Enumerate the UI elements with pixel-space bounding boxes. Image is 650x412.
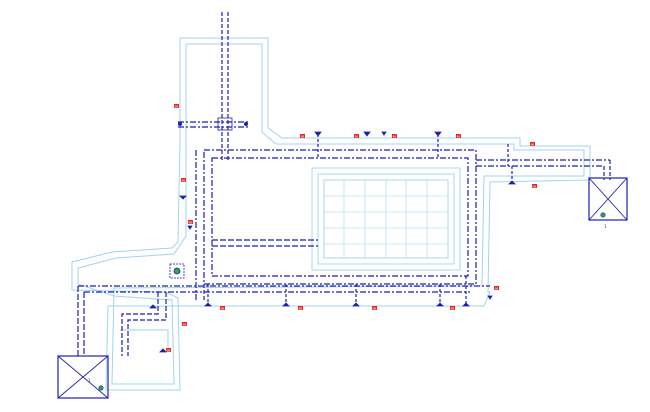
red-marker-text: 00	[183, 322, 187, 326]
fixture-bottom-4	[436, 302, 444, 307]
tank-left-body	[57, 355, 109, 399]
outline-inner	[77, 43, 585, 385]
pool-grid	[324, 180, 448, 258]
red-marker-box	[532, 184, 537, 188]
red-marker: 00	[450, 306, 455, 310]
red-marker: 00	[300, 134, 305, 138]
red-marker-box	[494, 286, 499, 290]
valve-dot-left	[177, 122, 182, 127]
outline-courtyard	[120, 329, 169, 346]
red-marker: 00	[182, 322, 187, 326]
red-marker-text: 00	[189, 220, 193, 224]
pool-middle	[317, 173, 455, 265]
pool-feature	[311, 167, 461, 271]
tank-right-cross-b	[588, 177, 628, 221]
red-marker-box	[181, 178, 186, 182]
fixture-top-4	[381, 131, 387, 136]
valve-dot-right	[243, 122, 248, 127]
pool-outer	[311, 167, 461, 271]
tank-left-fixture	[98, 385, 104, 391]
red-marker-box	[188, 220, 193, 224]
fixture-left-1	[179, 195, 187, 200]
red-marker: 00	[220, 306, 225, 310]
red-marker-text: 00	[299, 306, 303, 310]
tank-right-fixture	[600, 212, 606, 218]
red-marker: 00	[188, 220, 193, 224]
lower-branch-a	[127, 292, 167, 356]
red-marker: 00	[392, 134, 397, 138]
red-marker: 00	[532, 184, 537, 188]
red-marker-text: 00	[167, 348, 171, 352]
red-marker-text: 00	[531, 142, 535, 146]
fixture-bottom-1	[204, 302, 212, 307]
red-marker: 00	[456, 134, 461, 138]
red-marker: 00	[181, 178, 186, 182]
red-marker-box	[530, 142, 535, 146]
fixture-bottom-3	[352, 302, 360, 307]
red-marker-text: 00	[301, 134, 305, 138]
tank-left: 1	[57, 355, 109, 399]
tank-right-body	[588, 177, 628, 221]
red-marker-box	[174, 104, 179, 108]
red-marker-text: 00	[451, 306, 455, 310]
loop-outer	[203, 149, 477, 285]
fixture-top-1	[314, 131, 322, 137]
fixture-lower-3	[487, 295, 493, 300]
tank-left-label: 1	[88, 378, 91, 383]
red-marker-box	[166, 348, 171, 352]
red-marker-box	[392, 134, 397, 138]
building-outline	[71, 37, 591, 391]
junction-fixture	[173, 267, 181, 275]
red-marker: 00	[174, 104, 179, 108]
red-marker-text: 00	[495, 286, 499, 290]
red-marker-box	[456, 134, 461, 138]
red-marker-text: 00	[355, 134, 359, 138]
valve-symbol	[217, 117, 233, 131]
lower-branch-b	[121, 292, 159, 356]
pipe-network	[77, 12, 611, 356]
red-marker-box	[182, 322, 187, 326]
tank-left-cross-b	[57, 355, 109, 399]
loop-inner	[211, 157, 469, 277]
junction-box	[169, 263, 185, 279]
red-marker-text: 00	[457, 134, 461, 138]
red-markers: 00 00 00 00 00 00 00 00 00 00 00 00 00 00 00 00	[166, 104, 537, 352]
tank-right-label: 1	[604, 224, 607, 229]
tank-right: 1	[588, 177, 628, 229]
fixture-lower-1	[149, 304, 157, 309]
red-marker: 00	[530, 142, 535, 146]
red-marker: 00	[372, 306, 377, 310]
red-marker-box	[450, 306, 455, 310]
red-marker: 00	[166, 348, 171, 352]
red-marker-text: 00	[393, 134, 397, 138]
red-marker-text: 00	[533, 184, 537, 188]
red-marker-box	[354, 134, 359, 138]
red-marker-box	[300, 134, 305, 138]
fixture-right-1	[508, 180, 516, 185]
fixtures	[149, 117, 516, 353]
fixture-top-3	[434, 131, 442, 137]
red-marker: 00	[494, 286, 499, 290]
fixture-lower-2	[159, 348, 167, 353]
outline-outer	[71, 37, 591, 391]
red-marker-box	[220, 306, 225, 310]
fixture-bottom-2	[282, 302, 290, 307]
red-marker: 00	[354, 134, 359, 138]
red-marker-text: 00	[175, 104, 179, 108]
red-marker-box	[372, 306, 377, 310]
fixture-top-2	[363, 131, 371, 137]
red-marker-box	[298, 306, 303, 310]
red-marker: 00	[298, 306, 303, 310]
red-marker-text: 00	[182, 178, 186, 182]
red-marker-text: 00	[373, 306, 377, 310]
fixture-left-2	[187, 225, 193, 230]
red-marker-text: 00	[221, 306, 225, 310]
fixture-bottom-5	[462, 302, 470, 307]
